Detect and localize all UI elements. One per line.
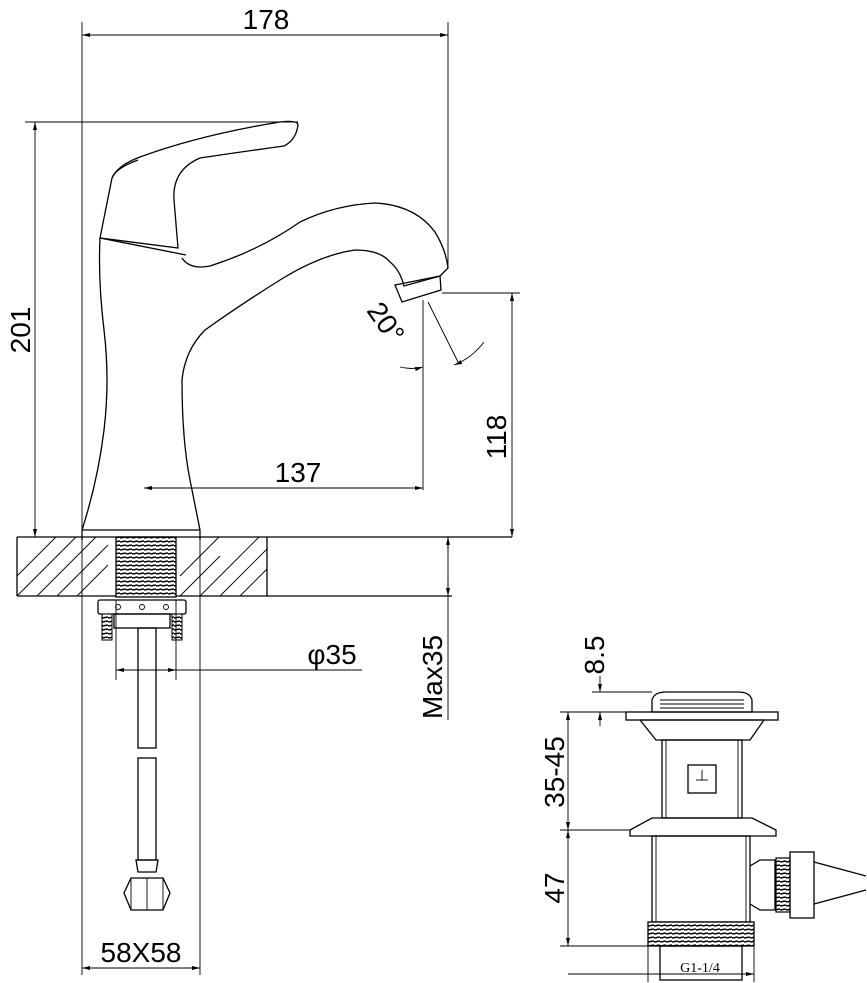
countertop-section bbox=[16, 536, 512, 597]
dim-spout-height: 118 bbox=[442, 292, 520, 537]
dim-overall-width: 178 bbox=[81, 4, 449, 530]
faucet-body bbox=[81, 120, 449, 540]
pop-up-drain bbox=[625, 691, 867, 981]
dim-label-drain-body: 47 bbox=[539, 872, 570, 903]
dim-label-drain-flange: 8.5 bbox=[579, 636, 610, 675]
threaded-shank bbox=[115, 536, 177, 598]
dim-label-drain-thread: G1-1/4 bbox=[680, 961, 720, 976]
dim-base-size: 58X58 bbox=[81, 540, 201, 975]
dim-label-overall-height: 201 bbox=[5, 307, 36, 354]
dim-drain-thread: G1-1/4 bbox=[568, 946, 755, 982]
mounting-hardware bbox=[97, 599, 187, 641]
dim-label-thread-diameter: φ35 bbox=[307, 639, 356, 670]
supply-hose bbox=[123, 627, 171, 911]
dim-spout-angle: 20° bbox=[361, 296, 485, 490]
dim-label-overall-width: 178 bbox=[243, 4, 290, 35]
dim-spout-reach: 137 bbox=[144, 457, 423, 491]
dim-overall-height: 201 bbox=[5, 121, 298, 537]
dim-label-base-size: 58X58 bbox=[101, 937, 182, 968]
dim-drain-flange: 8.5 bbox=[579, 636, 652, 726]
dim-label-spout-angle: 20° bbox=[361, 296, 411, 348]
dim-drain-adjust: 35-45 bbox=[539, 711, 630, 831]
dim-label-drain-adjust: 35-45 bbox=[539, 736, 570, 808]
dim-thread-diameter: φ35 bbox=[115, 600, 362, 680]
dim-label-spout-height: 118 bbox=[481, 415, 512, 460]
dim-label-spout-reach: 137 bbox=[275, 457, 322, 488]
dim-drain-body: 47 bbox=[539, 830, 648, 947]
dim-label-max-deck: Max35 bbox=[417, 635, 448, 719]
dim-max-deck: Max35 bbox=[417, 537, 451, 720]
